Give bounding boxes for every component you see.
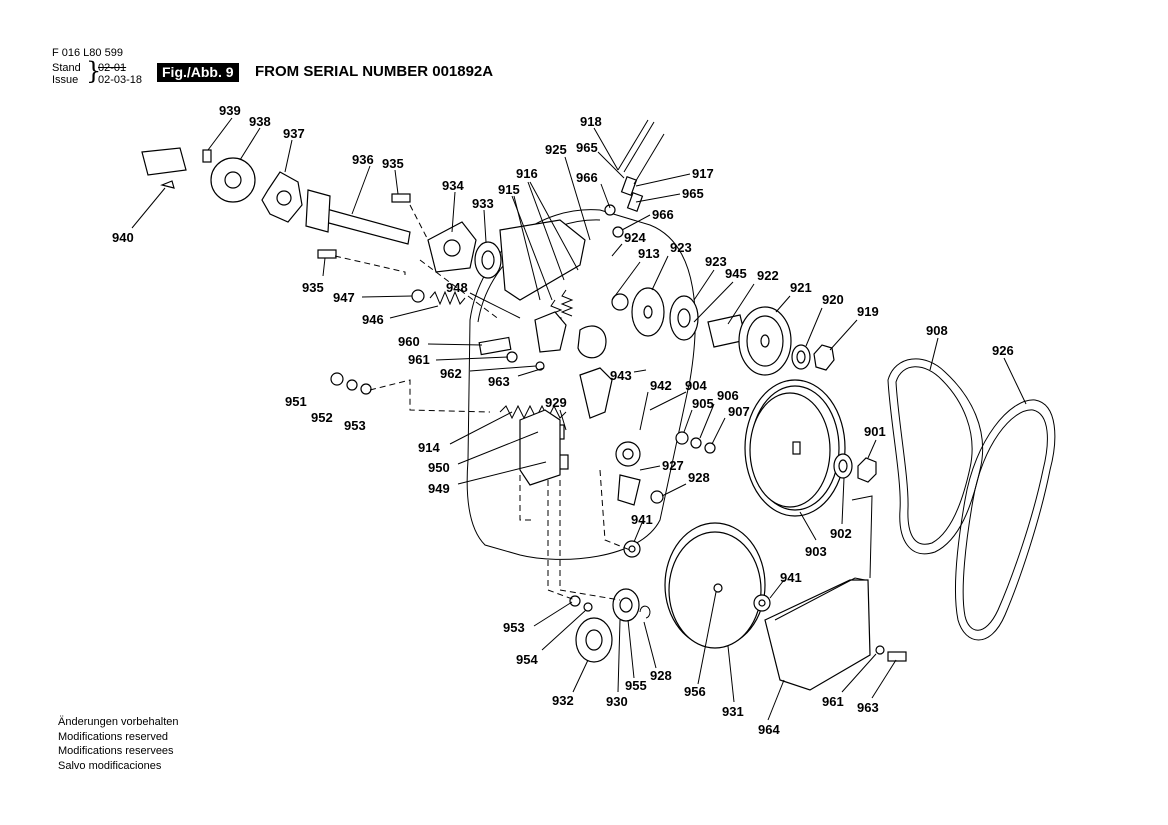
- callout-935-top: 935: [382, 156, 404, 171]
- shaft-assembly: [141, 147, 502, 279]
- callout-931: 931: [722, 704, 744, 719]
- callout-935-bottom: 935: [302, 280, 324, 295]
- callout-937: 937: [283, 126, 305, 141]
- callout-946: 946: [362, 312, 384, 327]
- callout-labels: 939 938 937 936 935 934 933 940 935 947 …: [112, 103, 1014, 737]
- callout-925: 925: [545, 142, 567, 157]
- footer-line-es: Salvo modificaciones: [58, 759, 162, 772]
- callout-923-left: 923: [670, 240, 692, 255]
- callout-919: 919: [857, 304, 879, 319]
- callout-943: 943: [610, 368, 632, 383]
- callout-933: 933: [472, 196, 494, 211]
- lower-gears: [569, 588, 651, 663]
- callout-934: 934: [442, 178, 464, 193]
- callout-920: 920: [822, 292, 844, 307]
- footer-line-en: Modifications reserved: [58, 730, 169, 743]
- callout-961-right: 961: [822, 694, 844, 709]
- callout-926: 926: [992, 343, 1014, 358]
- footer-line-de: Änderungen vorbehalten: [58, 716, 179, 728]
- callout-947: 947: [333, 290, 355, 305]
- springs-and-fasteners: [330, 119, 716, 558]
- callout-924: 924: [624, 230, 646, 245]
- callout-929: 929: [545, 395, 567, 410]
- callout-948: 948: [446, 280, 468, 295]
- issue-date: 02-03-18: [98, 74, 143, 86]
- callout-953-bottom: 953: [503, 620, 525, 635]
- callout-963-left: 963: [488, 374, 510, 389]
- callout-906: 906: [717, 388, 739, 403]
- callout-954: 954: [516, 652, 538, 667]
- callout-966-right: 966: [652, 207, 674, 222]
- callout-964: 964: [758, 722, 780, 737]
- footer-notes: Änderungen vorbehalten Modifications res…: [58, 715, 178, 773]
- callout-927: 927: [662, 458, 684, 473]
- callout-965-top: 965: [576, 140, 598, 155]
- assembly-dashed-lines: [334, 204, 631, 601]
- leader-lines: [131, 117, 1027, 721]
- callout-928-bottom: 928: [650, 668, 672, 683]
- footer-line-fr: Modifications reservees: [58, 745, 174, 757]
- callout-904: 904: [685, 378, 707, 393]
- callout-955: 955: [625, 678, 647, 693]
- callout-940: 940: [112, 230, 134, 245]
- lower-pulley: [664, 522, 771, 649]
- callout-913: 913: [638, 246, 660, 261]
- callout-901: 901: [864, 424, 886, 439]
- callout-938: 938: [249, 114, 271, 129]
- callout-950: 950: [428, 460, 450, 475]
- callout-936: 936: [352, 152, 374, 167]
- figure-title: FROM SERIAL NUMBER 001892A: [255, 63, 494, 80]
- belt-cover: [764, 495, 907, 691]
- callout-915: 915: [498, 182, 520, 197]
- callout-952: 952: [311, 410, 333, 425]
- callout-941-left: 941: [631, 512, 653, 527]
- callout-953-left: 953: [344, 418, 366, 433]
- callout-965-right: 965: [682, 186, 704, 201]
- callout-963-right: 963: [857, 700, 879, 715]
- callout-921: 921: [790, 280, 812, 295]
- issue-label: Issue: [52, 74, 79, 86]
- callout-918: 918: [580, 114, 602, 129]
- figure-tag: Fig./Abb. 9: [157, 63, 239, 82]
- callout-930: 930: [606, 694, 628, 709]
- callout-961-left: 961: [408, 352, 430, 367]
- callout-914: 914: [418, 440, 440, 455]
- upper-pulleys: [631, 287, 835, 376]
- callout-939: 939: [219, 103, 241, 118]
- callout-905: 905: [692, 396, 714, 411]
- brace-symbol: }: [86, 57, 102, 85]
- callout-949: 949: [428, 481, 450, 496]
- callout-951: 951: [285, 394, 307, 409]
- callout-907: 907: [728, 404, 750, 419]
- old-date: 02-01: [98, 62, 127, 74]
- issue-dates: 02-01 02-03-18: [98, 62, 142, 86]
- callout-932: 932: [552, 693, 574, 708]
- callout-956: 956: [684, 684, 706, 699]
- callout-945: 945: [725, 266, 747, 281]
- document-number: F 016 L80 599: [52, 47, 123, 59]
- callout-908: 908: [926, 323, 948, 338]
- callout-917: 917: [692, 166, 714, 181]
- callout-962: 962: [440, 366, 462, 381]
- callout-942: 942: [650, 378, 672, 393]
- callout-903: 903: [805, 544, 827, 559]
- callout-941-right: 941: [780, 570, 802, 585]
- callout-966-top: 966: [576, 170, 598, 185]
- callout-922: 922: [757, 268, 779, 283]
- callout-960: 960: [398, 334, 420, 349]
- callout-916: 916: [516, 166, 538, 181]
- callout-928-top: 928: [688, 470, 710, 485]
- drive-belts: [887, 358, 1056, 641]
- stand-issue-labels: Stand Issue: [52, 62, 81, 86]
- large-pulley: [744, 379, 877, 517]
- stand-label: Stand: [52, 62, 81, 74]
- callout-923-right: 923: [705, 254, 727, 269]
- callout-902: 902: [830, 526, 852, 541]
